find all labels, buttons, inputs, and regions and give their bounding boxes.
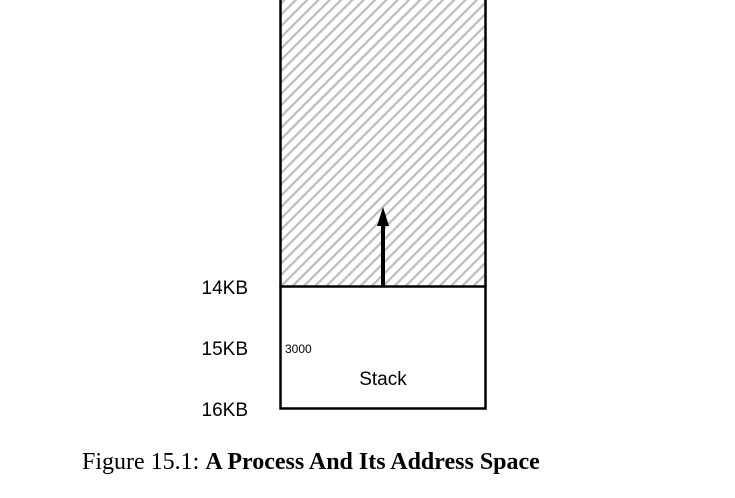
stack-value-label: 3000 <box>285 342 312 356</box>
address-label-16kb: 16KB <box>202 400 248 421</box>
stack-segment-box <box>279 285 487 410</box>
stack-growth-arrow-head <box>377 207 389 226</box>
figure-caption: Figure 15.1: A Process And Its Address S… <box>82 449 540 476</box>
stack-label: Stack <box>359 369 407 390</box>
address-label-14kb: 14KB <box>202 278 248 299</box>
address-label-15kb: 15KB <box>202 339 248 360</box>
caption-title: A Process And Its Address Space <box>205 449 540 475</box>
caption-prefix: Figure 15.1: <box>82 449 200 475</box>
address-space-diagram: 14KB 15KB 16KB 3000 Stack <box>202 0 487 421</box>
